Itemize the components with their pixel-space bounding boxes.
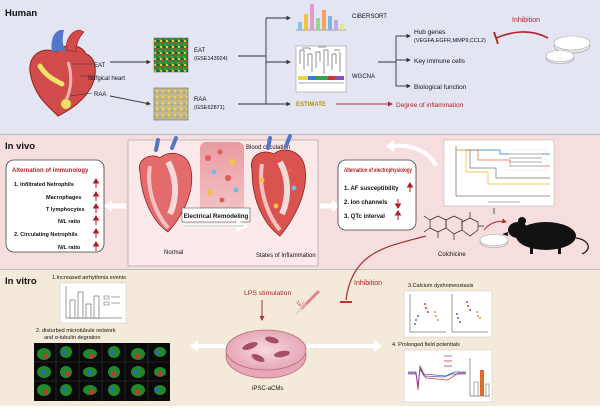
mouse-icon xyxy=(502,217,589,255)
human-inhibition-bar xyxy=(493,31,499,45)
normal-heart-illustration xyxy=(138,136,193,233)
up-arrow-icon xyxy=(92,178,100,251)
arrhythmia-bar-chart xyxy=(59,282,127,324)
inflamed-heart-illustration xyxy=(250,134,306,237)
wgcna-label: WGCNA xyxy=(352,74,375,80)
pill-icon xyxy=(545,35,591,64)
arrow-electro-to-survival xyxy=(391,143,438,167)
invitro-section-label: In vitro xyxy=(5,276,37,287)
results-connectors xyxy=(378,33,411,89)
raa-dataset-id: (GSE62871) xyxy=(194,105,225,111)
states-inflammation-label: States of Inflammation xyxy=(256,253,316,259)
degree-inflammation-label: Degree of inflammation xyxy=(396,102,464,109)
colchicine-label: Colchicine xyxy=(438,252,466,258)
surgical-heart-label: Surgical heart xyxy=(88,76,125,82)
electro-trend-arrows xyxy=(394,182,414,220)
biological-function-label: Biological function xyxy=(414,84,467,91)
human-inhibition-arc xyxy=(495,31,549,39)
panel3-title: 3.Calcium dyshomeostasis xyxy=(408,283,474,289)
human-inhibition-label: Inhibition xyxy=(512,17,540,24)
immunology-item: 1. Infiltrated Netrophils xyxy=(14,182,74,188)
survival-curve-chart xyxy=(443,139,555,207)
blood-cells xyxy=(205,149,239,203)
pipette-icon xyxy=(295,290,320,315)
eat-heart-label: EAT xyxy=(94,63,106,69)
arrow-to-immunology-head xyxy=(104,200,112,212)
panel2-title-line2: and α-tubulin degration xyxy=(44,335,100,341)
eat-heatmap xyxy=(153,37,189,73)
raa-heatmap xyxy=(153,87,189,121)
immunology-item: Macrophages xyxy=(46,195,81,201)
immunology-item: N/L ratio xyxy=(58,245,81,251)
invitro-inhibition-curve xyxy=(345,235,427,301)
invitro-inhibition-label: Inhibition xyxy=(354,280,382,287)
arrow-to-electro-head xyxy=(332,200,340,212)
raa-dataset-name: RAA xyxy=(194,97,206,103)
arrow-electro-to-survival-head xyxy=(386,140,394,152)
immunology-title: Alternation of immunology xyxy=(12,168,89,174)
wgcna-dendrogram-icon xyxy=(295,45,347,93)
eat-dataset-name: EAT xyxy=(194,48,206,54)
human-section-label: Human xyxy=(5,8,37,19)
colchicine-molecule-icon xyxy=(423,212,484,240)
colchicine-pill-icon xyxy=(479,234,509,248)
arrow-pill-to-mouse xyxy=(483,218,507,231)
arrow-to-raa xyxy=(109,95,151,106)
raa-heart-label: RAA xyxy=(94,92,106,98)
electro-title: Alternation of electrophysiology xyxy=(344,168,412,174)
electro-item: 2. Ion channels xyxy=(344,200,388,206)
estimate-label: ESTIMATE xyxy=(296,102,326,108)
petri-dish-icon xyxy=(225,329,307,379)
hub-genes-label: Hub genes xyxy=(414,29,446,36)
cibersort-label: CIBERSORT xyxy=(352,14,387,20)
panel4-title: 4. Prolonged field potentials xyxy=(392,342,460,348)
human-connectors xyxy=(238,15,291,107)
cibersort-chart-icon xyxy=(296,4,346,31)
immunology-item: 2. Circulating Netrophils xyxy=(14,232,78,238)
electrical-remodeling-label: Electrical Remodeling xyxy=(184,213,249,220)
panel1-title: 1.Increased arrhythmia events xyxy=(52,275,126,281)
lps-label: LPS stimulation xyxy=(244,290,291,297)
electro-item: 3. QTc interval xyxy=(344,214,385,220)
eat-dataset-id: (GSE143924) xyxy=(194,56,228,62)
electro-item: 1. AF susceptibility xyxy=(344,186,399,192)
calcium-scatter-plot xyxy=(403,290,493,338)
arrow-left-to-panels-head xyxy=(190,340,198,352)
panel2-title-line1: 2. disturbed microtubule network xyxy=(36,328,116,334)
raa-pointer xyxy=(69,92,93,97)
ipsc-label: iPSC-aCMs xyxy=(252,386,283,392)
electrical-remodeling-box xyxy=(181,207,251,223)
invivo-section-label: In vivo xyxy=(5,141,35,152)
hub-genes-list: (VEGFA,EGFR,MMP9,CCL2) xyxy=(414,38,486,44)
immunology-item: T lymphocytes xyxy=(46,207,85,213)
raa-tissue xyxy=(60,98,72,110)
field-potential-trace-chart xyxy=(403,349,493,403)
key-immune-cells-label: Key immune cells xyxy=(414,58,466,65)
human-heart-illustration xyxy=(29,29,96,117)
immunology-item: N/L ratio xyxy=(58,219,81,225)
microtubule-fluorescence-grid xyxy=(34,343,170,401)
arrow-right-to-panels-head xyxy=(374,340,382,352)
normal-label: Normal xyxy=(164,250,183,256)
